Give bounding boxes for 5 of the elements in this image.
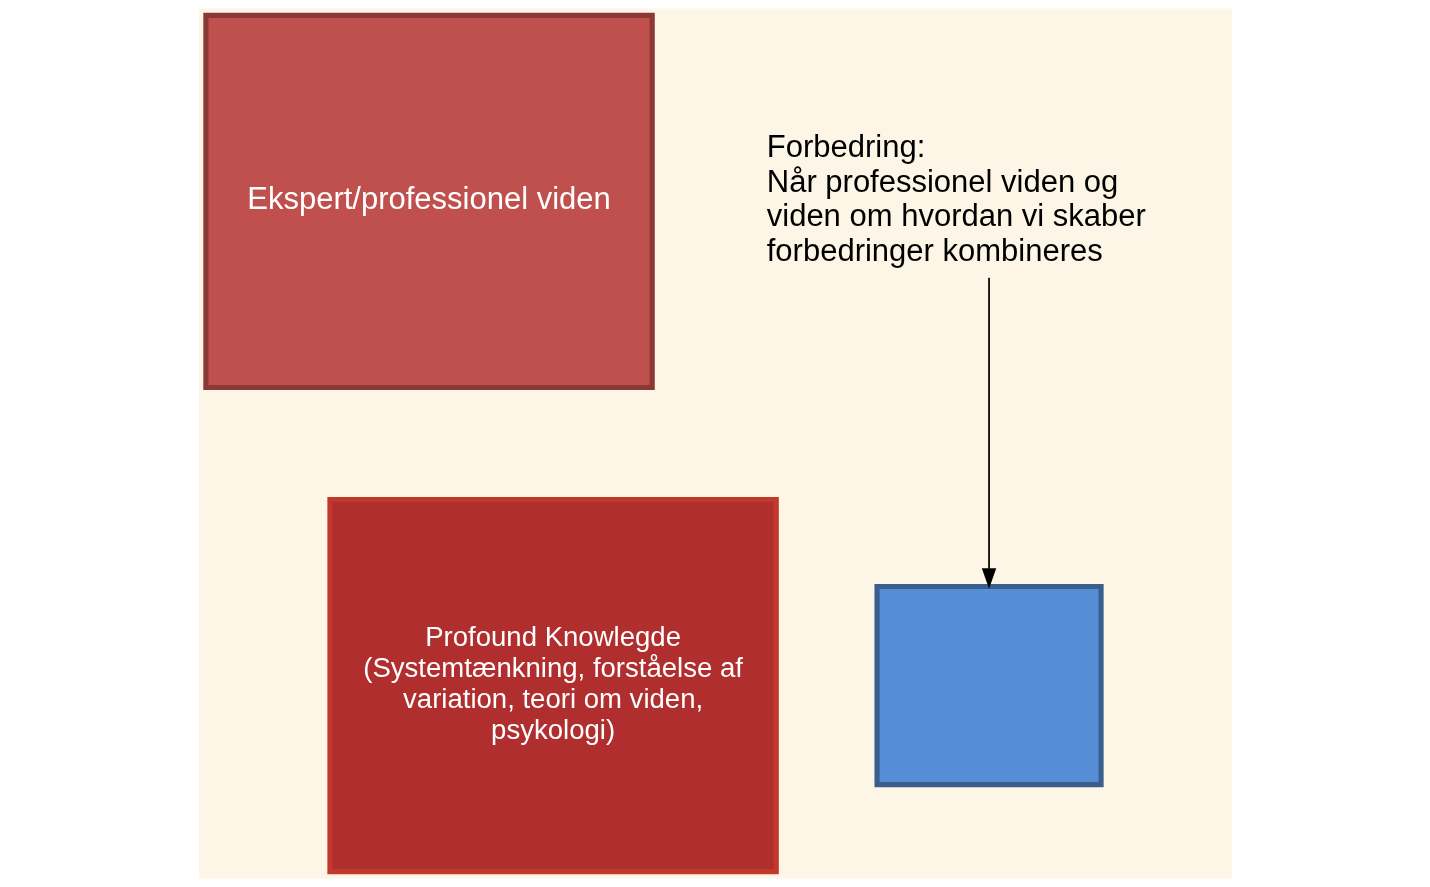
node-text: Forbedring: Når professionel viden og viden om hvordan vi skaber forbedringer kombineres: [766, 129, 1146, 268]
node-box: [873, 583, 1104, 788]
node-box: Profound Knowlegde (Systemtænkning, forståelse af variation, teori om viden, psykologi): [326, 496, 779, 875]
node-box: Ekspert/professionel viden: [202, 12, 655, 391]
arrow: [981, 276, 996, 589]
